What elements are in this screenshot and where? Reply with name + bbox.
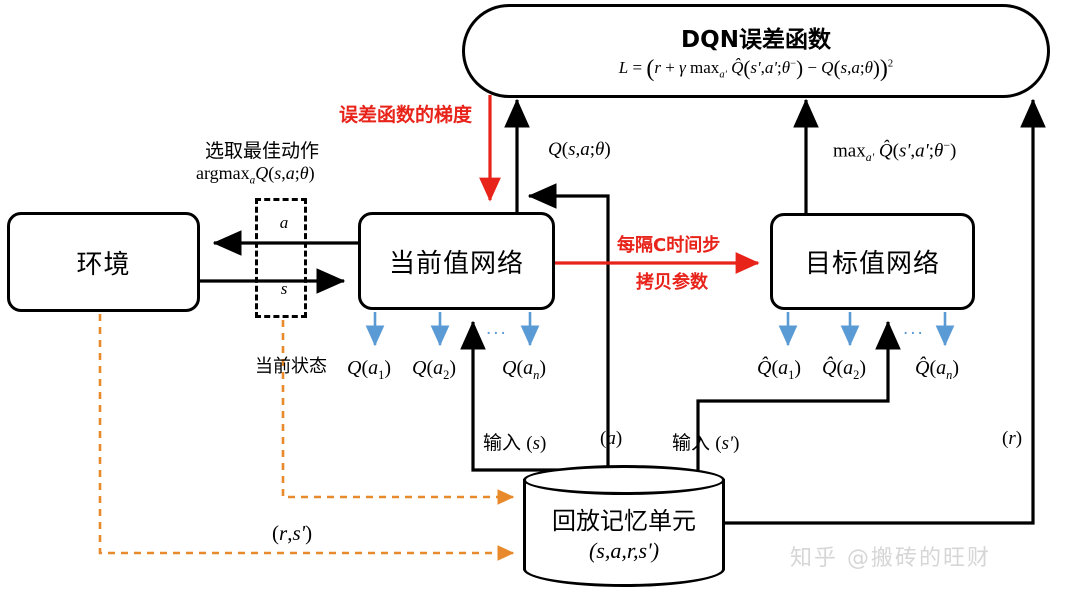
cylinder-top-ellipse — [523, 465, 725, 495]
output-current-1: Q(a1) — [347, 357, 391, 382]
wire-input-snext-to-target-net — [696, 320, 901, 470]
state-box-action-var: a — [279, 213, 289, 232]
current-state-caption: 当前状态 — [255, 356, 327, 377]
watermark: 知乎 @搬砖的旺财 — [790, 546, 991, 571]
current-network-label: 当前值网络 — [388, 248, 524, 279]
argmax-formula-label: argmaxaQ(s,a;θ) — [196, 163, 315, 187]
gradient-of-loss-label: 误差函数的梯度 — [339, 104, 473, 126]
output-current-n: Q(an) — [502, 357, 546, 382]
dqn-loss-node: DQN误差函数 L = (r + γ maxa' Q̂(s',a';θ−) − … — [462, 4, 1050, 98]
reward-r-label: (r) — [1002, 428, 1023, 449]
output-target-2: Q̂(a2) — [822, 357, 866, 382]
copy-params-label-line2: 拷贝参数 — [636, 272, 708, 293]
ellipsis-current: ... — [486, 318, 508, 339]
current-state-box: a s — [255, 198, 307, 318]
action-a-label: (a) — [600, 428, 623, 449]
q-current-label: Q(s,a;θ) — [548, 139, 611, 160]
output-target-n: Q̂(an) — [915, 357, 959, 382]
target-value-network-node: 目标值网络 — [770, 213, 975, 310]
dqn-loss-formula: L = (r + γ maxa' Q̂(s',a';θ−) − Q(s,a;θ)… — [618, 55, 894, 82]
input-s-label: 输入 (s) — [483, 432, 547, 454]
select-best-action-label: 选取最佳动作 — [205, 140, 320, 162]
target-network-label: 目标值网络 — [804, 249, 940, 279]
environment-label: 环境 — [76, 249, 131, 280]
reward-state-label: (r,s') — [272, 521, 313, 545]
output-target-1: Q̂(a1) — [757, 357, 801, 382]
wire-action-to-q-line — [527, 183, 610, 470]
output-current-2: Q(a2) — [412, 357, 456, 382]
replay-memory-node: 回放记忆单元 (s,a,r,s') — [523, 465, 725, 595]
replay-memory-tuple: (s,a,r,s') — [588, 538, 660, 563]
max-target-label: maxa' Q̂(s',a';θ−) — [833, 139, 957, 165]
copy-params-label-line1: 每隔C时间步 — [617, 235, 721, 256]
replay-memory-title: 回放记忆单元 — [552, 507, 696, 535]
current-value-network-node: 当前值网络 — [358, 212, 555, 310]
state-box-state-var: s — [280, 279, 288, 298]
wire-input-s-to-current-net — [460, 320, 573, 472]
wire-reward-to-loss — [725, 98, 1046, 525]
dqn-loss-title: DQN误差函数 — [681, 26, 831, 53]
wire-state-to-memory — [281, 320, 515, 505]
replay-memory-text: 回放记忆单元 (s,a,r,s') — [523, 501, 725, 564]
wire-reward-state-to-memory — [98, 314, 515, 561]
input-s-next-label: 输入 (s') — [672, 432, 740, 454]
ellipsis-target: ... — [903, 318, 925, 339]
environment-node: 环境 — [7, 212, 200, 312]
cylinder-body — [523, 479, 725, 587]
